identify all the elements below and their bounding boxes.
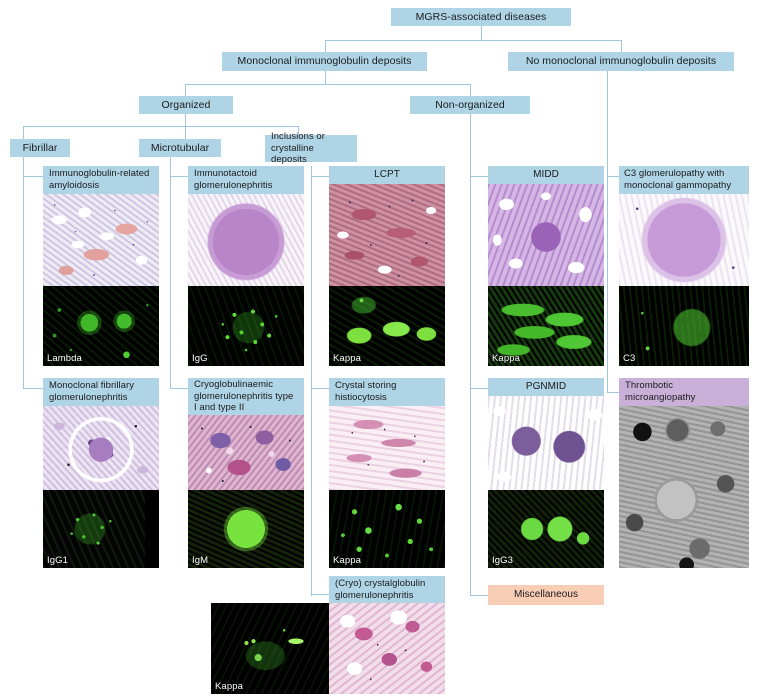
connector-level1-bar xyxy=(325,40,621,41)
panel-monoclonal-fibrillary-gn[interactable]: Monoclonal fibrillary glomerulonephritis… xyxy=(43,378,159,568)
c3-glomerulopathy-immunofluorescence-image: C3 xyxy=(619,286,749,366)
connector-mid-stem xyxy=(325,71,326,84)
panel-cryocrystalglobulin-gn[interactable]: (Cryo) crystalglobulin glomerulonephriti… xyxy=(329,576,445,694)
thrombotic-microangiopathy-electron-micrograph xyxy=(619,406,749,568)
panel-crystal-storing-histiocytosis[interactable]: Crystal storing histiocytosis Kappa xyxy=(329,378,445,568)
panel-thrombotic-microangiopathy[interactable]: Thrombotic microangiopathy xyxy=(619,378,749,568)
node-fibrillar[interactable]: Fibrillar xyxy=(10,139,70,157)
crystal-storing-histiocytosis-histology-image xyxy=(329,406,445,490)
connector-inclusions-drop xyxy=(298,126,299,136)
panel-cryocrystalglobulin-gn-title[interactable]: (Cryo) crystalglobulin glomerulonephriti… xyxy=(329,576,445,603)
connector-level3-bar xyxy=(23,126,298,127)
cryoglobulinaemic-gn-if-label: IgM xyxy=(192,555,209,566)
connector-fibrillar-to-fibrillary-gn xyxy=(23,388,43,389)
lcpt-if-label: Kappa xyxy=(333,353,361,364)
panel-pgnmid-title[interactable]: PGNMID xyxy=(488,378,604,396)
midd-if-label: Kappa xyxy=(492,353,520,364)
amyloidosis-immunofluorescence-image: Lambda xyxy=(43,286,159,366)
connector-level1-left-drop xyxy=(325,40,326,52)
panel-midd[interactable]: MIDD Kappa xyxy=(488,166,604,366)
panel-lcpt-title[interactable]: LCPT xyxy=(329,166,445,184)
pgnmid-if-label: IgG3 xyxy=(492,555,513,566)
cryoglobulinaemic-gn-histology-image xyxy=(188,415,304,490)
midd-immunofluorescence-image: Kappa xyxy=(488,286,604,366)
cryoglobulinaemic-gn-immunofluorescence-image: IgM xyxy=(188,490,304,568)
amyloidosis-if-label: Lambda xyxy=(47,353,82,364)
cryocrystalglobulin-gn-if-label: Kappa xyxy=(215,681,243,692)
connector-nonorganized-spine xyxy=(470,114,471,596)
node-no-monoclonal-ig-deposits[interactable]: No monoclonal immunoglobulin deposits xyxy=(508,52,734,71)
connector-nonorganized-to-midd xyxy=(470,176,488,177)
connector-level2-bar xyxy=(185,84,470,85)
connector-organized-stem xyxy=(185,114,186,126)
node-microtubular[interactable]: Microtubular xyxy=(139,139,221,157)
connector-nonorganized-to-miscellaneous xyxy=(470,595,488,596)
cryocrystalglobulin-gn-histology-image xyxy=(329,603,445,694)
connector-microtubular-spine xyxy=(170,157,171,389)
panel-c3-glomerulopathy[interactable]: C3 glomerulopathy with monoclonal gammop… xyxy=(619,166,749,366)
immunotactoid-immunofluorescence-image: IgG xyxy=(188,286,304,366)
connector-nomonoclonal-to-tma xyxy=(607,392,619,393)
panel-c3-glomerulopathy-title[interactable]: C3 glomerulopathy with monoclonal gammop… xyxy=(619,166,749,194)
panel-amyloidosis[interactable]: Immunoglobulin-related amyloidosis Lambd… xyxy=(43,166,159,366)
connector-nomonoclonal-spine xyxy=(607,71,608,393)
monoclonal-fibrillary-gn-immunofluorescence-image: IgG1 xyxy=(43,490,159,568)
amyloidosis-histology-image xyxy=(43,194,159,286)
panel-immunotactoid[interactable]: Immunotactoid glomerulonephritis IgG xyxy=(188,166,304,366)
panel-pgnmid[interactable]: PGNMID IgG3 xyxy=(488,378,604,568)
pgnmid-immunofluorescence-image: IgG3 xyxy=(488,490,604,568)
connector-inclusions-to-lcpt xyxy=(311,176,329,177)
c3-glomerulopathy-histology-image xyxy=(619,194,749,286)
node-monoclonal-ig-deposits[interactable]: Monoclonal immunoglobulin deposits xyxy=(222,52,427,71)
connector-inclusions-to-csh xyxy=(311,388,329,389)
crystal-storing-histiocytosis-immunofluorescence-image: Kappa xyxy=(329,490,445,568)
panel-cryoglobulinaemic-gn-title[interactable]: Cryoglobulinaemic glomerulonephritis typ… xyxy=(188,378,304,415)
crystal-storing-histiocytosis-if-label: Kappa xyxy=(333,555,361,566)
connector-fibrillar-drop xyxy=(23,126,24,139)
midd-histology-image xyxy=(488,184,604,286)
panel-midd-title[interactable]: MIDD xyxy=(488,166,604,184)
node-inclusions-crystalline[interactable]: Inclusions or crystalline deposits xyxy=(265,131,357,165)
cryocrystalglobulin-gn-immunofluorescence-image: Kappa xyxy=(211,603,329,694)
immunotactoid-if-label: IgG xyxy=(192,353,208,364)
connector-inclusions-to-cryocrystal xyxy=(311,594,329,595)
node-root[interactable]: MGRS-associated diseases xyxy=(391,8,571,26)
immunotactoid-histology-image xyxy=(188,194,304,286)
connector-microtubular-drop xyxy=(185,126,186,139)
connector-nonorganized-drop xyxy=(470,84,471,96)
connector-fibrillar-spine xyxy=(23,157,24,389)
panel-monoclonal-fibrillary-gn-title[interactable]: Monoclonal fibrillary glomerulonephritis xyxy=(43,378,159,406)
connector-level1-right-drop xyxy=(621,40,622,52)
connector-nomonoclonal-to-c3g xyxy=(607,176,619,177)
c3-glomerulopathy-if-label: C3 xyxy=(623,353,636,364)
connector-microtubular-to-immunotactoid xyxy=(170,176,188,177)
connector-fibrillar-to-amyloidosis xyxy=(23,176,43,177)
node-non-organized[interactable]: Non-organized xyxy=(410,96,530,114)
connector-root-stem xyxy=(481,26,482,40)
connector-inclusions-spine xyxy=(311,166,312,596)
node-miscellaneous[interactable]: Miscellaneous xyxy=(488,585,604,605)
panel-immunotactoid-title[interactable]: Immunotactoid glomerulonephritis xyxy=(188,166,304,194)
lcpt-immunofluorescence-image: Kappa xyxy=(329,286,445,366)
panel-amyloidosis-title[interactable]: Immunoglobulin-related amyloidosis xyxy=(43,166,159,194)
lcpt-histology-image xyxy=(329,184,445,286)
panel-cryoglobulinaemic-gn[interactable]: Cryoglobulinaemic glomerulonephritis typ… xyxy=(188,378,304,568)
connector-nonorganized-to-pgnmid xyxy=(470,388,488,389)
panel-lcpt[interactable]: LCPT Kappa xyxy=(329,166,445,366)
monoclonal-fibrillary-gn-histology-image xyxy=(43,406,159,490)
monoclonal-fibrillary-gn-if-label: IgG1 xyxy=(47,555,68,566)
panel-thrombotic-microangiopathy-title[interactable]: Thrombotic microangiopathy xyxy=(619,378,749,406)
connector-organized-drop xyxy=(185,84,186,96)
panel-crystal-storing-histiocytosis-title[interactable]: Crystal storing histiocytosis xyxy=(329,378,445,406)
connector-microtubular-to-cryo xyxy=(170,388,188,389)
pgnmid-histology-image xyxy=(488,396,604,490)
node-organized[interactable]: Organized xyxy=(139,96,233,114)
